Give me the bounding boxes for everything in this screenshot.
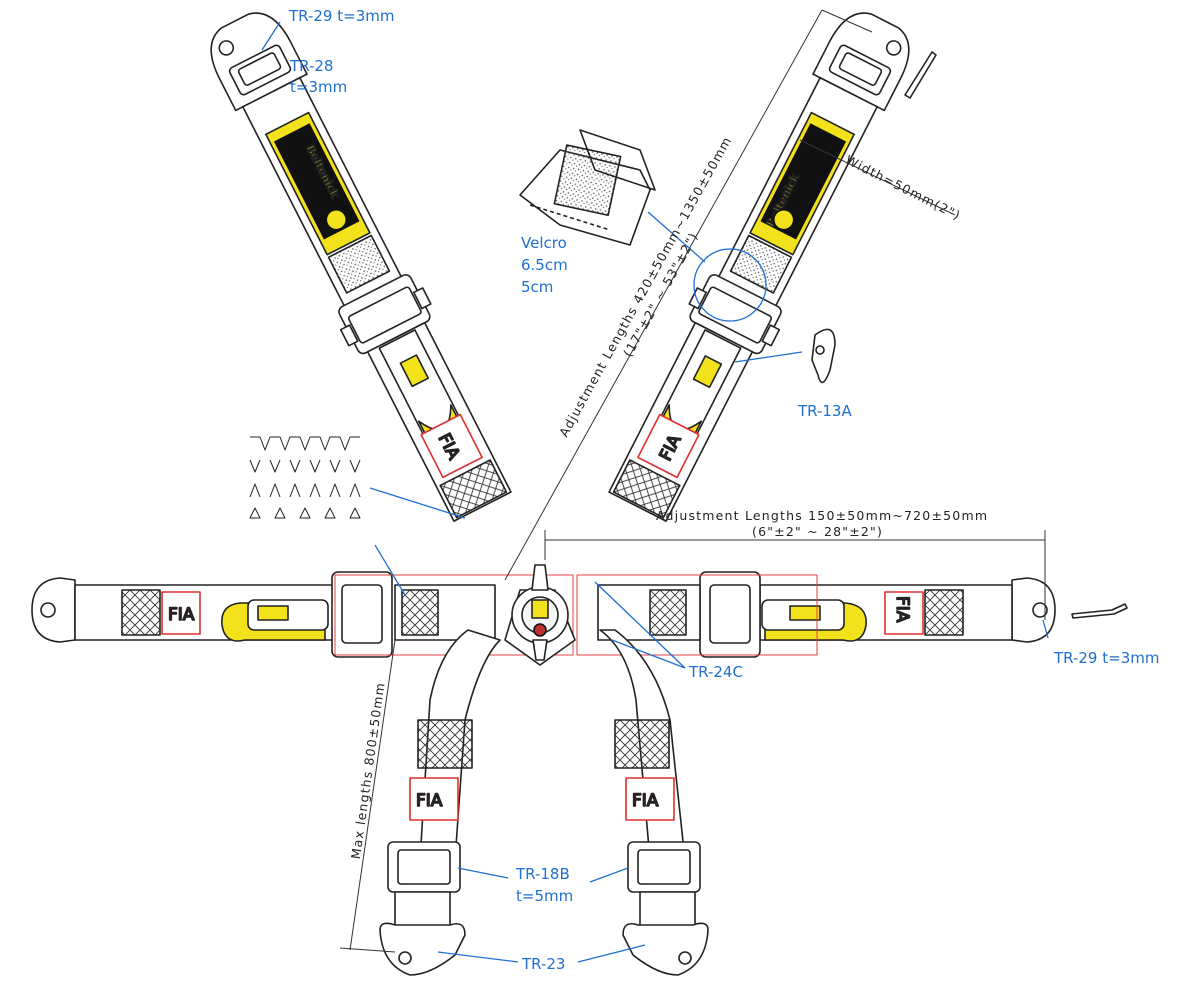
- fia-label: FIA: [892, 596, 912, 623]
- callout-velcro-size2: 5cm: [521, 278, 554, 296]
- callout-velcro-size1: 6.5cm: [521, 256, 568, 274]
- callout-tr29-right: TR-29 t=3mm: [1054, 649, 1160, 667]
- webbing-pattern-icon: [249, 436, 361, 519]
- left-sub-strap: FIA: [379, 629, 501, 976]
- callout-tr29-top: TR-29 t=3mm: [289, 7, 395, 25]
- callout-tr28: TR-28: [290, 57, 334, 75]
- fia-label: FIA: [416, 791, 443, 811]
- dim-lap-adjust: Adjustment Lengths 150±50mm~720±50mm: [656, 508, 989, 523]
- callout-tr18b: TR-18B: [516, 865, 570, 883]
- callout-tr18b-thickness: t=5mm: [516, 887, 574, 905]
- velcro-pad-icon: [519, 129, 656, 246]
- left-lap-belt: FIA: [31, 571, 496, 658]
- callout-tr13a: TR-13A: [798, 402, 852, 420]
- callout-leaders: [261, 21, 1049, 963]
- right-shoulder-strap: Beltenick FIA: [608, 12, 910, 522]
- pin-icon: [1071, 603, 1128, 619]
- callout-velcro: Velcro: [521, 234, 567, 252]
- cam-lock-icon: [504, 564, 576, 666]
- callout-tr24c: TR-24C: [689, 663, 743, 681]
- velcro-highlight: [693, 248, 767, 322]
- dim-lap-adjust-inches: (6"±2" ~ 28"±2"): [752, 524, 884, 539]
- right-sub-strap: FIA: [599, 629, 709, 976]
- fia-label: FIA: [168, 605, 195, 625]
- hook-icon: [811, 328, 836, 384]
- pin-icon: [904, 51, 937, 99]
- callout-tr28-thickness: t=3mm: [290, 78, 348, 96]
- callout-tr23: TR-23: [522, 955, 566, 973]
- left-shoulder-strap: Beltenick FIA: [210, 12, 512, 522]
- fia-label: FIA: [632, 791, 659, 811]
- strap-anchor-icon: [622, 922, 709, 976]
- dimension-lines: [339, 9, 1046, 953]
- strap-anchor-icon: [379, 922, 466, 976]
- right-lap-belt: FIA: [597, 571, 1056, 658]
